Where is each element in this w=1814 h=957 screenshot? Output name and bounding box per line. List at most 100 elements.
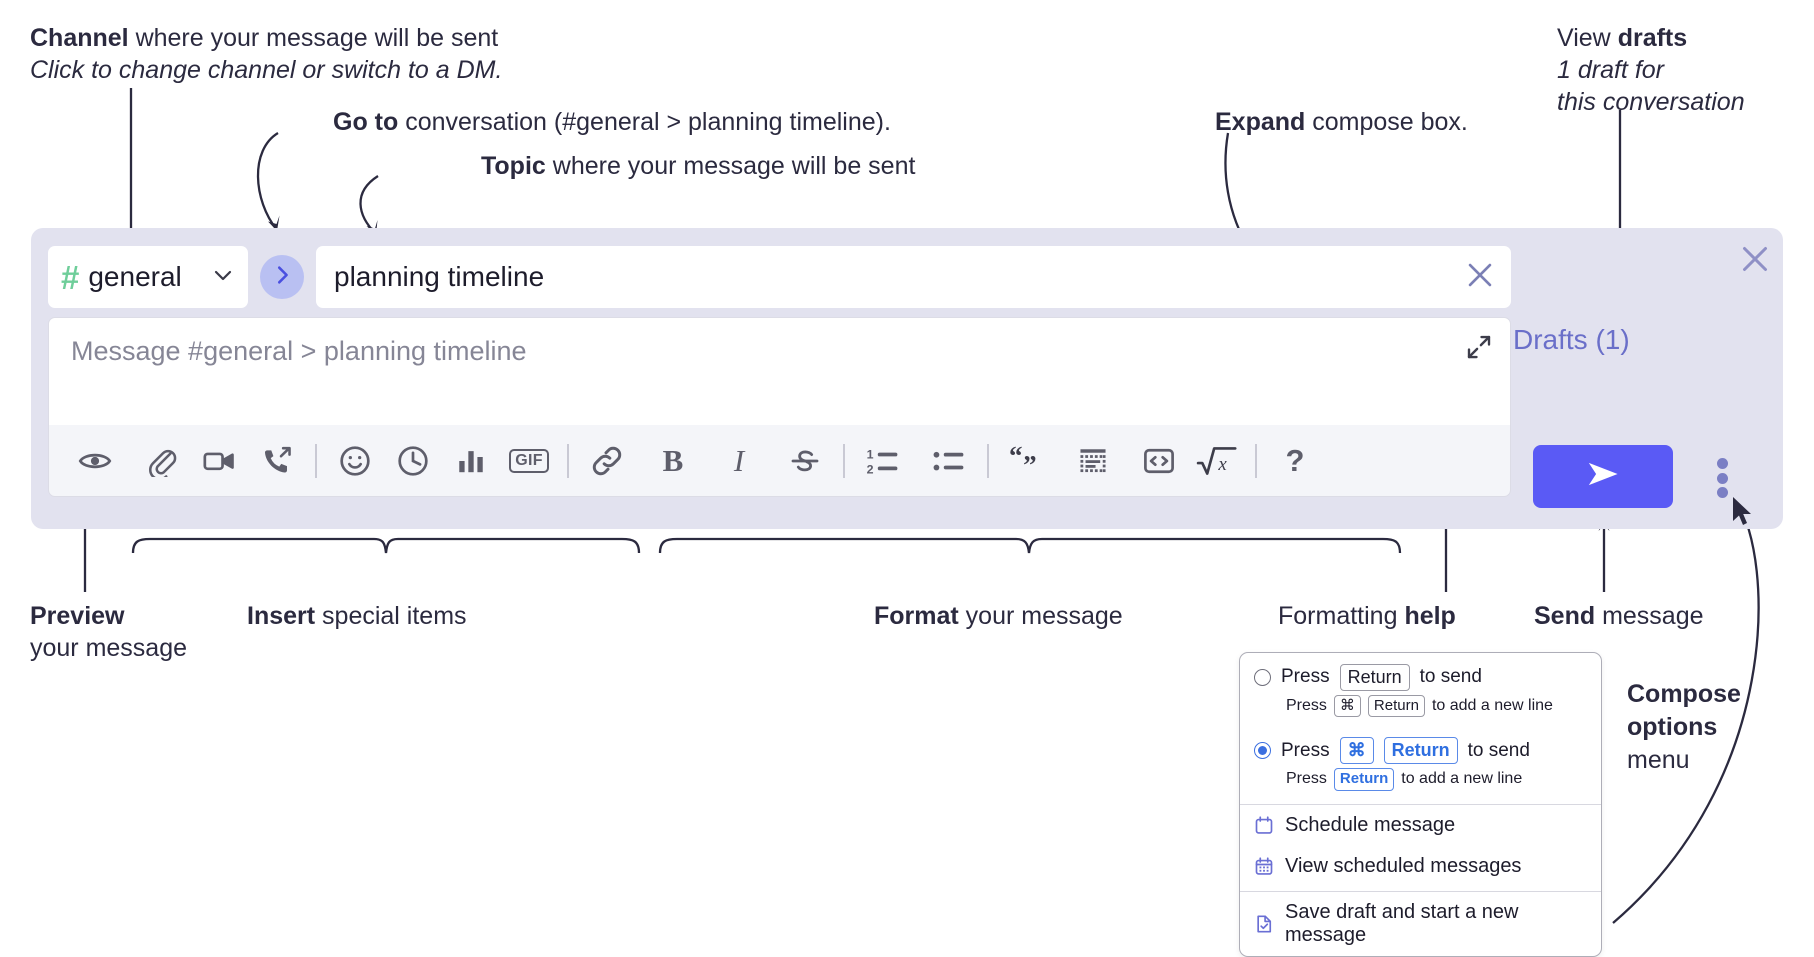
link-button[interactable] xyxy=(585,439,629,483)
annotation-channel-rest: where your message will be sent xyxy=(128,24,499,52)
annotation-preview-line2: your message xyxy=(30,634,188,662)
annotation-send-bold: Send xyxy=(1534,602,1596,630)
send-option-return-sub: Press ⌘ Return to add a new line xyxy=(1240,693,1601,727)
view-scheduled-messages-label: View scheduled messages xyxy=(1285,854,1522,877)
record-video-button[interactable] xyxy=(197,439,241,483)
radio-unselected-icon[interactable] xyxy=(1254,668,1271,686)
option1-sub-press: Press xyxy=(1286,696,1327,714)
message-input[interactable]: Message #general > planning timeline xyxy=(48,317,1511,425)
blockquote-button[interactable]: “” xyxy=(1005,439,1049,483)
drafts-link[interactable]: Drafts (1) xyxy=(1513,324,1630,355)
chevron-right-icon xyxy=(271,264,293,291)
annotation-format-bold: Format xyxy=(874,602,959,630)
annotation-compose-bold-2: options xyxy=(1627,713,1718,741)
annotation-channel: Channel where your message will be sent … xyxy=(30,22,502,86)
annotation-channel-italic: Click to change channel or switch to a D… xyxy=(30,56,503,84)
message-placeholder: Message #general > planning timeline xyxy=(71,336,527,366)
annotation-compose-line3: menu xyxy=(1627,746,1690,774)
option2-sub-press: Press xyxy=(1286,770,1327,788)
option2-sub-return-key: Return xyxy=(1333,767,1395,791)
option2-return-key: Return xyxy=(1383,737,1458,764)
strikethrough-button[interactable] xyxy=(783,439,827,483)
record-audio-button[interactable] xyxy=(255,439,299,483)
annotation-format: Format your message xyxy=(874,600,1123,632)
attach-file-button[interactable] xyxy=(139,439,183,483)
kebab-dot xyxy=(1716,458,1728,469)
annotation-send: Send message xyxy=(1534,600,1704,632)
code-brackets-button[interactable] xyxy=(1137,439,1181,483)
send-option-cmd-return[interactable]: Press ⌘ Return to send xyxy=(1240,726,1601,766)
document-check-icon xyxy=(1254,914,1274,934)
annotation-help: Formatting help xyxy=(1278,600,1456,632)
svg-text:2: 2 xyxy=(867,462,874,476)
poll-button[interactable] xyxy=(449,439,493,483)
close-panel-button[interactable] xyxy=(1737,241,1773,282)
gif-button[interactable]: GIF xyxy=(507,439,551,483)
reminder-button[interactable] xyxy=(391,439,435,483)
schedule-message-item[interactable]: Schedule message xyxy=(1240,805,1601,846)
save-draft-item[interactable]: Save draft and start a new message xyxy=(1240,892,1601,956)
menu-divider xyxy=(1240,890,1601,892)
annotation-compose-options: Compose options menu xyxy=(1627,678,1741,777)
preview-button[interactable] xyxy=(73,439,117,483)
compose-header-row: # general planning timeline xyxy=(48,246,1511,308)
annotation-goto-rest: conversation (#general > planning timeli… xyxy=(398,108,891,136)
option1-tosend-label: to send xyxy=(1419,666,1482,688)
radio-selected-icon[interactable] xyxy=(1254,742,1271,759)
hash-icon: # xyxy=(61,258,80,296)
emoji-button[interactable] xyxy=(333,439,377,483)
annotation-drafts-italic-1: 1 draft for xyxy=(1557,56,1664,84)
annotation-expand-rest: compose box. xyxy=(1305,108,1468,136)
annotation-send-rest: message xyxy=(1595,602,1704,630)
calendar-icon xyxy=(1254,815,1274,835)
annotation-insert: Insert special items xyxy=(247,600,467,632)
annotation-drafts: View drafts 1 draft for this conversatio… xyxy=(1557,22,1745,118)
annotation-compose-bold-1: Compose xyxy=(1627,680,1741,708)
option1-cmd-key: ⌘ xyxy=(1333,694,1361,718)
svg-text:“: “ xyxy=(1009,445,1023,471)
compose-options-menu: Press Return to send Press ⌘ Return to a… xyxy=(1239,652,1602,957)
annotation-goto: Go to conversation (#general > planning … xyxy=(333,106,891,138)
toolbar-divider xyxy=(843,443,845,478)
compose-options-button[interactable] xyxy=(1708,458,1736,498)
toolbar-divider xyxy=(567,443,569,478)
annotation-help-bold: help xyxy=(1404,602,1456,630)
italic-button[interactable]: I xyxy=(733,442,745,478)
compose-panel: # general planning timeline Message #gen… xyxy=(31,228,1783,529)
compose-inner: # general planning timeline Message #gen… xyxy=(48,246,1511,512)
annotation-insert-rest: special items xyxy=(315,602,467,630)
option2-tosend-label: to send xyxy=(1467,739,1530,761)
mouse-cursor xyxy=(1733,497,1751,525)
channel-picker[interactable]: # general xyxy=(48,246,248,308)
chevron-down-icon xyxy=(211,263,235,292)
topic-value: planning timeline xyxy=(334,261,545,292)
gif-label: GIF xyxy=(509,448,549,473)
latex-button[interactable]: x xyxy=(1195,439,1239,483)
goto-conversation-button[interactable] xyxy=(260,255,304,299)
bulleted-list-button[interactable] xyxy=(927,439,971,483)
svg-text:1: 1 xyxy=(867,447,874,461)
topic-field[interactable]: planning timeline xyxy=(316,246,1511,308)
channel-name-label: general xyxy=(88,261,182,292)
annotation-drafts-bold: drafts xyxy=(1617,24,1688,52)
annotation-help-pre: Formatting xyxy=(1278,602,1405,630)
annotation-drafts-pre: View xyxy=(1557,24,1618,52)
formatting-help-button[interactable]: ? xyxy=(1285,442,1305,478)
annotation-format-rest: your message xyxy=(958,602,1123,630)
annotation-drafts-italic-2: this conversation xyxy=(1557,88,1745,116)
code-block-button[interactable] xyxy=(1071,439,1115,483)
bold-button[interactable]: B xyxy=(662,442,684,478)
annotation-channel-bold: Channel xyxy=(30,24,129,52)
send-option-return[interactable]: Press Return to send xyxy=(1240,653,1601,693)
toolbar-divider xyxy=(1255,443,1257,478)
send-paper-plane-icon xyxy=(1580,451,1626,502)
view-scheduled-messages-item[interactable]: View scheduled messages xyxy=(1240,846,1601,887)
calendar-grid-icon xyxy=(1254,856,1274,876)
send-button[interactable] xyxy=(1533,445,1673,508)
toolbar-divider xyxy=(987,443,989,478)
clear-topic-icon[interactable] xyxy=(1463,258,1497,297)
svg-text:”: ” xyxy=(1023,449,1036,476)
expand-icon[interactable] xyxy=(1464,332,1494,367)
